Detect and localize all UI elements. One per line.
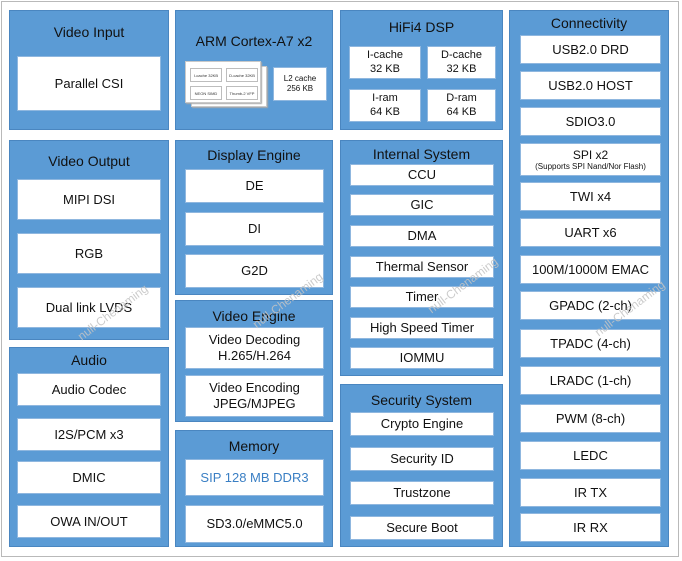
rgb-item: RGB [17, 233, 161, 274]
de-item: DE [185, 169, 324, 203]
dsp-iram-label: I-ram [372, 92, 398, 105]
gpadc-item: GPADC (2-ch) [520, 291, 661, 320]
audio-title: Audio [71, 352, 107, 368]
video-output-title: Video Output [48, 153, 130, 169]
dmic-item: DMIC [17, 461, 161, 494]
timer-item: Timer [350, 286, 494, 308]
lradc-item: LRADC (1-ch) [520, 366, 661, 395]
emac-item: 100M/1000M EMAC [520, 255, 661, 284]
dma-item: DMA [350, 225, 494, 247]
cpu-thumb-cell: Thumb-2 VFP [226, 86, 258, 100]
internal-system-title: Internal System [372, 146, 471, 162]
connectivity-block: Connectivity USB2.0 DRD USB2.0 HOST SDIO… [509, 10, 669, 547]
arm-cortex-block: ARM Cortex-A7 x2 I-cache 32KB D-cache 32… [175, 10, 333, 130]
usb-drd-item: USB2.0 DRD [520, 35, 661, 64]
memory-title: Memory [228, 438, 280, 454]
twi-item: TWI x4 [520, 182, 661, 211]
spi-label: SPI x2 [572, 147, 609, 162]
ir-rx-item: IR RX [520, 513, 661, 542]
mipi-dsi-item: MIPI DSI [17, 179, 161, 220]
trustzone-item: Trustzone [350, 481, 494, 505]
sip-ddr3-item: SIP 128 MB DDR3 [185, 459, 324, 496]
ccu-item: CCU [350, 164, 494, 186]
l2-cache-item: L2 cache 256 KB [273, 67, 327, 101]
dsp-dram-item: D-ram 64 KB [427, 89, 496, 122]
dsp-icache-label: I-cache [366, 49, 404, 62]
display-engine-title: Display Engine [207, 147, 301, 163]
video-encoding-item: Video Encoding JPEG/MJPEG [185, 375, 324, 417]
security-system-title: Security System [370, 392, 473, 408]
video-decoding-label: Video Decoding [208, 332, 301, 348]
hifi4-dsp-title: HiFi4 DSP [388, 19, 455, 35]
cpu-dcache-cell: D-cache 32KB [226, 68, 258, 82]
dsp-iram-item: I-ram 64 KB [349, 89, 421, 122]
ir-tx-item: IR TX [520, 478, 661, 507]
usb-host-item: USB2.0 HOST [520, 71, 661, 100]
tpadc-item: TPADC (4-ch) [520, 329, 661, 358]
sd-emmc-item: SD3.0/eMMC5.0 [185, 505, 324, 543]
dsp-icache-size: 32 KB [370, 62, 400, 75]
video-decoding-codecs: H.265/H.264 [218, 348, 291, 363]
video-input-title: Video Input [53, 24, 125, 40]
pwm-item: PWM (8-ch) [520, 404, 661, 433]
dsp-dcache-label: D-cache [441, 49, 482, 62]
dsp-dcache-item: D-cache 32 KB [427, 46, 496, 79]
memory-block: Memory SIP 128 MB DDR3 SD3.0/eMMC5.0 [175, 430, 333, 547]
dsp-dcache-size: 32 KB [446, 62, 477, 75]
security-system-block: Security System Crypto Engine Security I… [340, 384, 503, 547]
audio-block: Audio Audio Codec I2S/PCM x3 DMIC OWA IN… [9, 347, 169, 547]
dsp-iram-size: 64 KB [370, 105, 400, 118]
hs-timer-item: High Speed Timer [350, 317, 494, 339]
parallel-csi-item: Parallel CSI [17, 56, 161, 111]
ledc-item: LEDC [520, 441, 661, 470]
video-encoding-label: Video Encoding [209, 380, 300, 396]
internal-system-block: Internal System CCU GIC DMA Thermal Sens… [340, 140, 503, 376]
display-engine-block: Display Engine DE DI G2D [175, 140, 333, 295]
cpu-neon-cell: NEON SIMD [190, 86, 222, 100]
video-engine-title: Video Engine [212, 308, 296, 324]
g2d-item: G2D [185, 254, 324, 288]
dsp-dram-size: 64 KB [446, 105, 477, 118]
hifi4-dsp-block: HiFi4 DSP I-cache 32 KB D-cache 32 KB I-… [340, 10, 503, 130]
spi-item: SPI x2 (Supports SPI Nand/Nor Flash) [520, 143, 661, 176]
security-id-item: Security ID [350, 447, 494, 471]
spi-note: (Supports SPI Nand/Nor Flash) [535, 161, 646, 171]
video-engine-block: Video Engine Video Decoding H.265/H.264 … [175, 300, 333, 422]
video-input-block: Video Input Parallel CSI [9, 10, 169, 130]
video-encoding-codecs: JPEG/MJPEG [213, 396, 296, 411]
dsp-dram-label: D-ram [446, 92, 477, 105]
thermal-sensor-item: Thermal Sensor [350, 256, 494, 278]
iommu-item: IOMMU [350, 347, 494, 369]
arm-cortex-title: ARM Cortex-A7 x2 [195, 33, 313, 49]
connectivity-title: Connectivity [550, 15, 628, 31]
l2-cache-label: L2 cache [283, 74, 317, 84]
owa-item: OWA IN/OUT [17, 505, 161, 538]
uart-item: UART x6 [520, 218, 661, 247]
di-item: DI [185, 212, 324, 246]
cpu-core-card: I-cache 32KB D-cache 32KB NEON SIMD Thum… [185, 61, 261, 103]
l2-cache-size: 256 KB [286, 84, 314, 93]
sdio-item: SDIO3.0 [520, 107, 661, 136]
audio-codec-item: Audio Codec [17, 373, 161, 406]
video-decoding-item: Video Decoding H.265/H.264 [185, 327, 324, 369]
i2s-pcm-item: I2S/PCM x3 [17, 418, 161, 451]
video-output-block: Video Output MIPI DSI RGB Dual link LVDS [9, 140, 169, 340]
lvds-item: Dual link LVDS [17, 287, 161, 328]
cpu-icache-cell: I-cache 32KB [190, 68, 222, 82]
crypto-engine-item: Crypto Engine [350, 412, 494, 436]
gic-item: GIC [350, 194, 494, 216]
secure-boot-item: Secure Boot [350, 516, 494, 540]
dsp-icache-item: I-cache 32 KB [349, 46, 421, 79]
